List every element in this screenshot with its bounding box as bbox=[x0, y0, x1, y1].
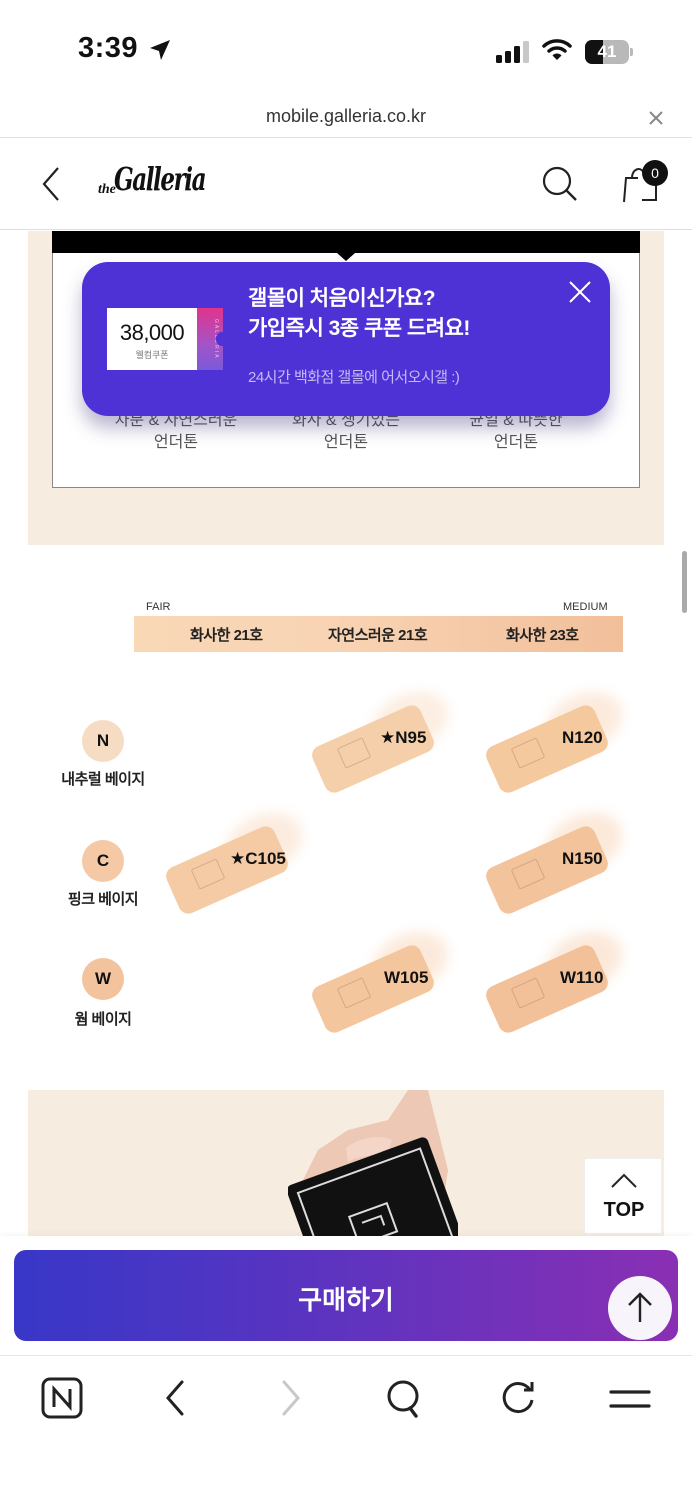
shade-row-label: 내추럴 베이지 bbox=[61, 771, 145, 788]
undertone-desc: 차분 & 자연스러운 bbox=[114, 412, 238, 429]
tone-fair-label: FAIR bbox=[146, 601, 171, 613]
cart-count-badge: 0 bbox=[642, 160, 668, 186]
page-scrollbar[interactable] bbox=[682, 551, 687, 613]
tone-scale-bar: 화사한 21호 자연스러운 21호 화사한 23호 bbox=[134, 616, 623, 652]
url-bar[interactable]: mobile.galleria.co.kr bbox=[0, 100, 692, 138]
shade-row-badge-n: N bbox=[82, 720, 124, 762]
coupon-amount: 38,000 bbox=[119, 320, 185, 345]
tone-medium-label: MEDIUM bbox=[563, 601, 608, 613]
tone-item: 자연스러운 21호 bbox=[328, 627, 428, 644]
shade-label: ★N95 bbox=[380, 728, 427, 747]
back-icon[interactable] bbox=[36, 162, 66, 206]
battery-level: 41 bbox=[597, 42, 617, 61]
chevron-up-icon bbox=[611, 1173, 637, 1188]
url-text[interactable]: mobile.galleria.co.kr bbox=[265, 106, 427, 126]
browser-toolbar bbox=[0, 1356, 692, 1500]
shade-swatch-n95[interactable]: ★N95 bbox=[308, 680, 458, 800]
galleria-logo[interactable]: the Galleria bbox=[98, 156, 207, 216]
undertone-header-bar bbox=[52, 231, 640, 253]
forward-icon[interactable] bbox=[268, 1376, 312, 1420]
search-icon[interactable] bbox=[382, 1376, 426, 1420]
popup-subtitle: 24시간 백화점 갤몰에 어서오시갤 :) bbox=[248, 369, 460, 386]
search-icon[interactable] bbox=[540, 164, 580, 204]
shade-swatch-c105[interactable]: ★C105 bbox=[162, 801, 312, 921]
product-image-cushion-compact bbox=[28, 1090, 664, 1236]
buy-button[interactable]: 구매하기 bbox=[14, 1250, 678, 1341]
status-bar: 3:39 41 bbox=[0, 0, 692, 100]
undertone-label: 언더톤 bbox=[323, 434, 369, 451]
close-icon[interactable] bbox=[646, 108, 666, 128]
coupon-graphic: 38,000 웰컴쿠폰 GALLERIA bbox=[107, 308, 228, 370]
shade-swatch-w105[interactable]: W105 bbox=[308, 920, 458, 1040]
popup-title-line2: 가입즉시 3종 쿠폰 드려요! bbox=[248, 317, 470, 340]
purchase-bar: 구매하기 bbox=[0, 1236, 692, 1356]
cellular-signal-icon bbox=[496, 41, 529, 63]
coupon-label: 웰컴쿠폰 bbox=[135, 350, 169, 360]
undertone-desc: 균일 & 따뜻한 bbox=[469, 412, 563, 429]
scroll-top-button[interactable]: TOP bbox=[584, 1158, 662, 1234]
shade-row-badge-w: W bbox=[82, 958, 124, 1000]
logo-name: Galleria bbox=[114, 160, 207, 198]
shade-label: N150 bbox=[562, 849, 603, 868]
back-icon[interactable] bbox=[154, 1376, 198, 1420]
scroll-up-button[interactable] bbox=[608, 1276, 672, 1340]
status-time: 3:39 bbox=[78, 32, 139, 64]
header-notch bbox=[337, 253, 355, 261]
shade-label: ★C105 bbox=[230, 849, 286, 868]
close-icon[interactable] bbox=[568, 280, 592, 304]
shade-swatch-w110[interactable]: W110 bbox=[482, 920, 632, 1040]
hand-holding-compact-image bbox=[288, 1090, 458, 1236]
popup-title: 갤몰이 처음이신가요? 가입즉시 3종 쿠폰 드려요! bbox=[248, 284, 470, 344]
logo-the: the bbox=[98, 182, 116, 197]
popup-title-line1: 갤몰이 처음이신가요? bbox=[248, 287, 436, 310]
shade-label: N120 bbox=[562, 728, 603, 747]
wifi-icon bbox=[542, 39, 572, 60]
signup-coupon-popup[interactable]: 38,000 웰컴쿠폰 GALLERIA 갤몰이 처음이신가요? 가입즉시 3종… bbox=[82, 262, 610, 416]
tone-item: 화사한 21호 bbox=[190, 627, 263, 644]
arrow-up-icon bbox=[628, 1292, 652, 1322]
shade-label: W110 bbox=[560, 968, 604, 987]
tone-item: 화사한 23호 bbox=[506, 627, 579, 644]
shade-swatch-n150[interactable]: N150 bbox=[482, 801, 632, 921]
top-label: TOP bbox=[603, 1199, 645, 1221]
buy-label: 구매하기 bbox=[298, 1285, 394, 1315]
shade-label: W105 bbox=[384, 968, 429, 987]
undertone-desc: 화사 & 생기있는 bbox=[292, 412, 400, 429]
site-header: the Galleria bbox=[0, 138, 692, 230]
location-arrow-icon bbox=[150, 40, 170, 60]
shade-row-label: 핑크 베이지 bbox=[67, 891, 139, 908]
battery-icon: 41 bbox=[585, 40, 633, 64]
menu-icon[interactable] bbox=[608, 1376, 652, 1420]
shade-row-label: 웜 베이지 bbox=[74, 1011, 132, 1028]
naver-home-icon[interactable] bbox=[40, 1376, 84, 1420]
reload-icon[interactable] bbox=[496, 1376, 540, 1420]
shade-row-badge-c: C bbox=[82, 840, 124, 882]
undertone-label: 언더톤 bbox=[493, 434, 539, 451]
undertone-label: 언더톤 bbox=[153, 434, 199, 451]
shade-swatch-n120[interactable]: N120 bbox=[482, 680, 632, 800]
